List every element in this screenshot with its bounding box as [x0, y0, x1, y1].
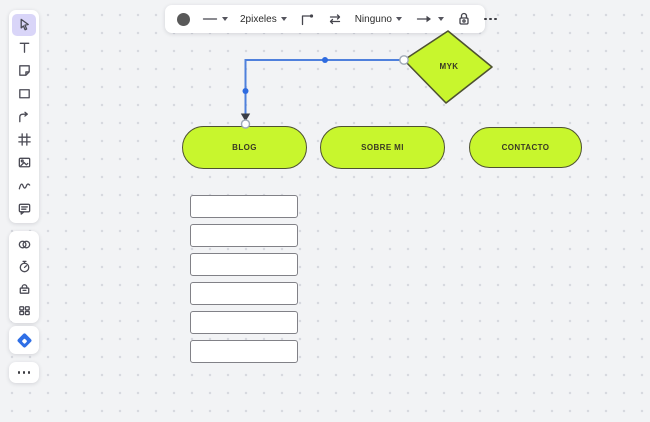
empty-rectangle-2[interactable]: [190, 224, 298, 247]
swap-direction-button[interactable]: [321, 7, 349, 31]
shape-contacto[interactable]: CONTACTO: [469, 127, 582, 168]
tool-sticky-note[interactable]: [12, 60, 36, 82]
frame-icon: [17, 133, 31, 146]
connector-icon: [18, 111, 28, 123]
sticky-note-icon: [18, 65, 30, 77]
connector-midhandle-2: [242, 88, 249, 94]
line-style-dropdown[interactable]: [196, 7, 234, 31]
shape-myk-label: MYK: [439, 61, 459, 71]
ellipsis-icon: [17, 371, 31, 374]
connector-shape-button[interactable]: [293, 7, 321, 31]
shape-sobre-mi[interactable]: SOBRE MI: [320, 126, 445, 169]
apps-grid-icon: [18, 305, 30, 315]
connector-midhandle-1: [322, 57, 328, 63]
venn-diagram-icon: [18, 240, 30, 248]
tool-text[interactable]: [12, 37, 36, 59]
empty-rectangle-5[interactable]: [190, 311, 298, 334]
select-cursor-icon: [20, 19, 29, 31]
tool-voting[interactable]: [12, 277, 36, 299]
blue-diamond-icon: [16, 332, 32, 348]
timer-icon: [19, 260, 29, 272]
chevron-down-icon: [395, 17, 402, 21]
tool-connector[interactable]: [12, 105, 36, 127]
toolbar-apps: [9, 326, 39, 354]
more-options-button[interactable]: [478, 7, 503, 31]
lock-icon: [459, 12, 469, 25]
toolbar-secondary-tools: [9, 231, 39, 323]
empty-rectangle-4[interactable]: [190, 282, 298, 305]
tool-comment[interactable]: [12, 197, 36, 219]
lock-button[interactable]: [450, 7, 478, 31]
pen-scribble-icon: [18, 183, 30, 190]
toolbar-more: [9, 362, 39, 383]
tool-shape[interactable]: [12, 83, 36, 105]
arrow-right-icon: [416, 15, 431, 23]
comment-icon: [18, 203, 30, 215]
chevron-down-icon: [437, 17, 444, 21]
shape-contacto-label: CONTACTO: [501, 143, 550, 152]
line-thickness-dropdown[interactable]: 2pixeles: [234, 7, 293, 31]
empty-rectangle-stack: [190, 195, 298, 363]
tool-timer[interactable]: [12, 255, 36, 277]
empty-rectangle-1[interactable]: [190, 195, 298, 218]
tool-miro-apps[interactable]: [12, 329, 36, 351]
connector-line: [244, 59, 404, 119]
empty-rectangle-6[interactable]: [190, 340, 298, 363]
rectangle-shape-icon: [18, 89, 30, 99]
shape-format-toolbar: 2pixeles Ninguno: [165, 5, 497, 33]
text-icon: [19, 42, 29, 54]
line-thickness-value: 2pixeles: [240, 13, 277, 25]
line-end-value: Ninguno: [354, 13, 392, 25]
shape-myk[interactable]: MYK: [410, 36, 488, 96]
tool-select-cursor[interactable]: [12, 13, 36, 36]
tool-venn-shapes[interactable]: [12, 233, 36, 255]
tool-apps-grid[interactable]: [12, 299, 36, 321]
swap-arrows-icon: [329, 14, 340, 25]
tool-pen[interactable]: [12, 174, 36, 196]
elbow-connector-icon: [301, 14, 313, 26]
shape-sobre-mi-label: SOBRE MI: [361, 143, 404, 152]
line-end-dropdown[interactable]: Ninguno: [349, 7, 408, 31]
color-swatch-button[interactable]: [171, 7, 196, 31]
line-style-icon: [202, 18, 218, 20]
image-icon: [18, 157, 30, 168]
chevron-down-icon: [222, 17, 228, 21]
tool-image[interactable]: [12, 151, 36, 173]
tool-more[interactable]: [12, 362, 36, 383]
connector-arrowhead: [240, 113, 251, 122]
ellipsis-icon: [483, 17, 497, 21]
shape-blog-label: BLOG: [232, 143, 257, 152]
empty-rectangle-3[interactable]: [190, 253, 298, 276]
toolbar-main-tools: [9, 10, 39, 223]
shape-blog[interactable]: BLOG: [182, 126, 307, 169]
tool-frame[interactable]: [12, 128, 36, 150]
connector-endpoint-start: [399, 55, 409, 65]
arrowhead-dropdown[interactable]: [408, 7, 450, 31]
ballot-box-icon: [19, 283, 29, 294]
chevron-down-icon: [280, 17, 287, 21]
color-swatch-icon: [177, 12, 190, 26]
